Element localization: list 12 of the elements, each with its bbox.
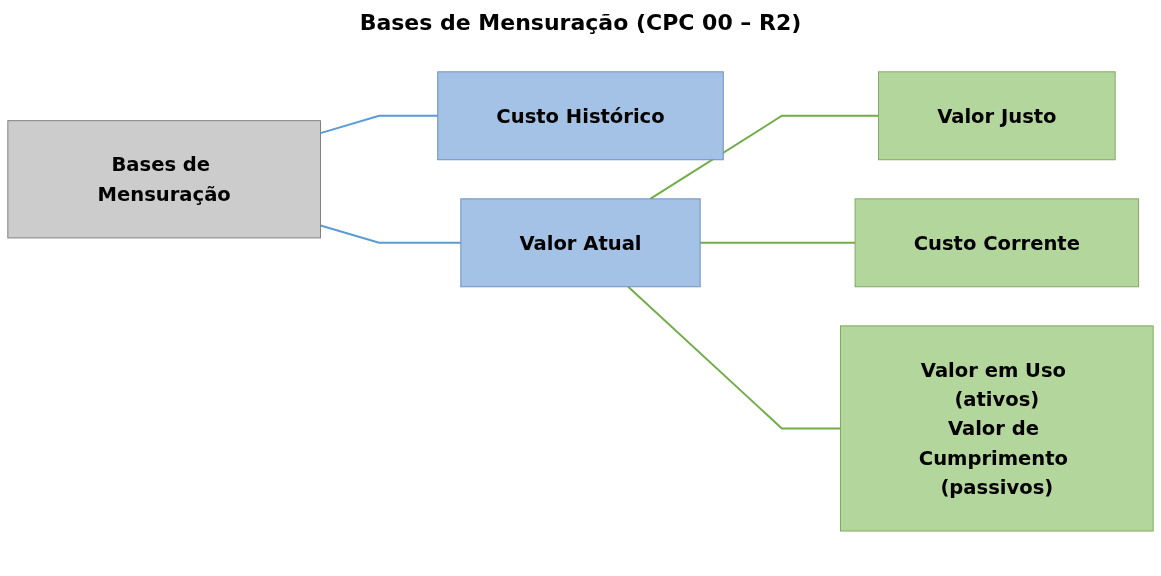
connector xyxy=(319,114,439,134)
connector xyxy=(649,114,880,200)
node-box: Valor em Uso (ativos) Valor de Cumprimento (passivos) xyxy=(840,324,1154,532)
node-box: Valor Justo xyxy=(878,70,1116,160)
node-box: Custo Histórico xyxy=(437,70,724,160)
connector xyxy=(627,285,842,429)
connector xyxy=(319,224,462,244)
diagram-title: Bases de Mensuração (CPC 00 – R2) xyxy=(358,10,803,35)
connector xyxy=(699,241,857,244)
node-box: Bases de Mensuração xyxy=(7,119,321,238)
node-box: Custo Corrente xyxy=(854,197,1140,287)
node-box: Valor Atual xyxy=(460,197,701,287)
